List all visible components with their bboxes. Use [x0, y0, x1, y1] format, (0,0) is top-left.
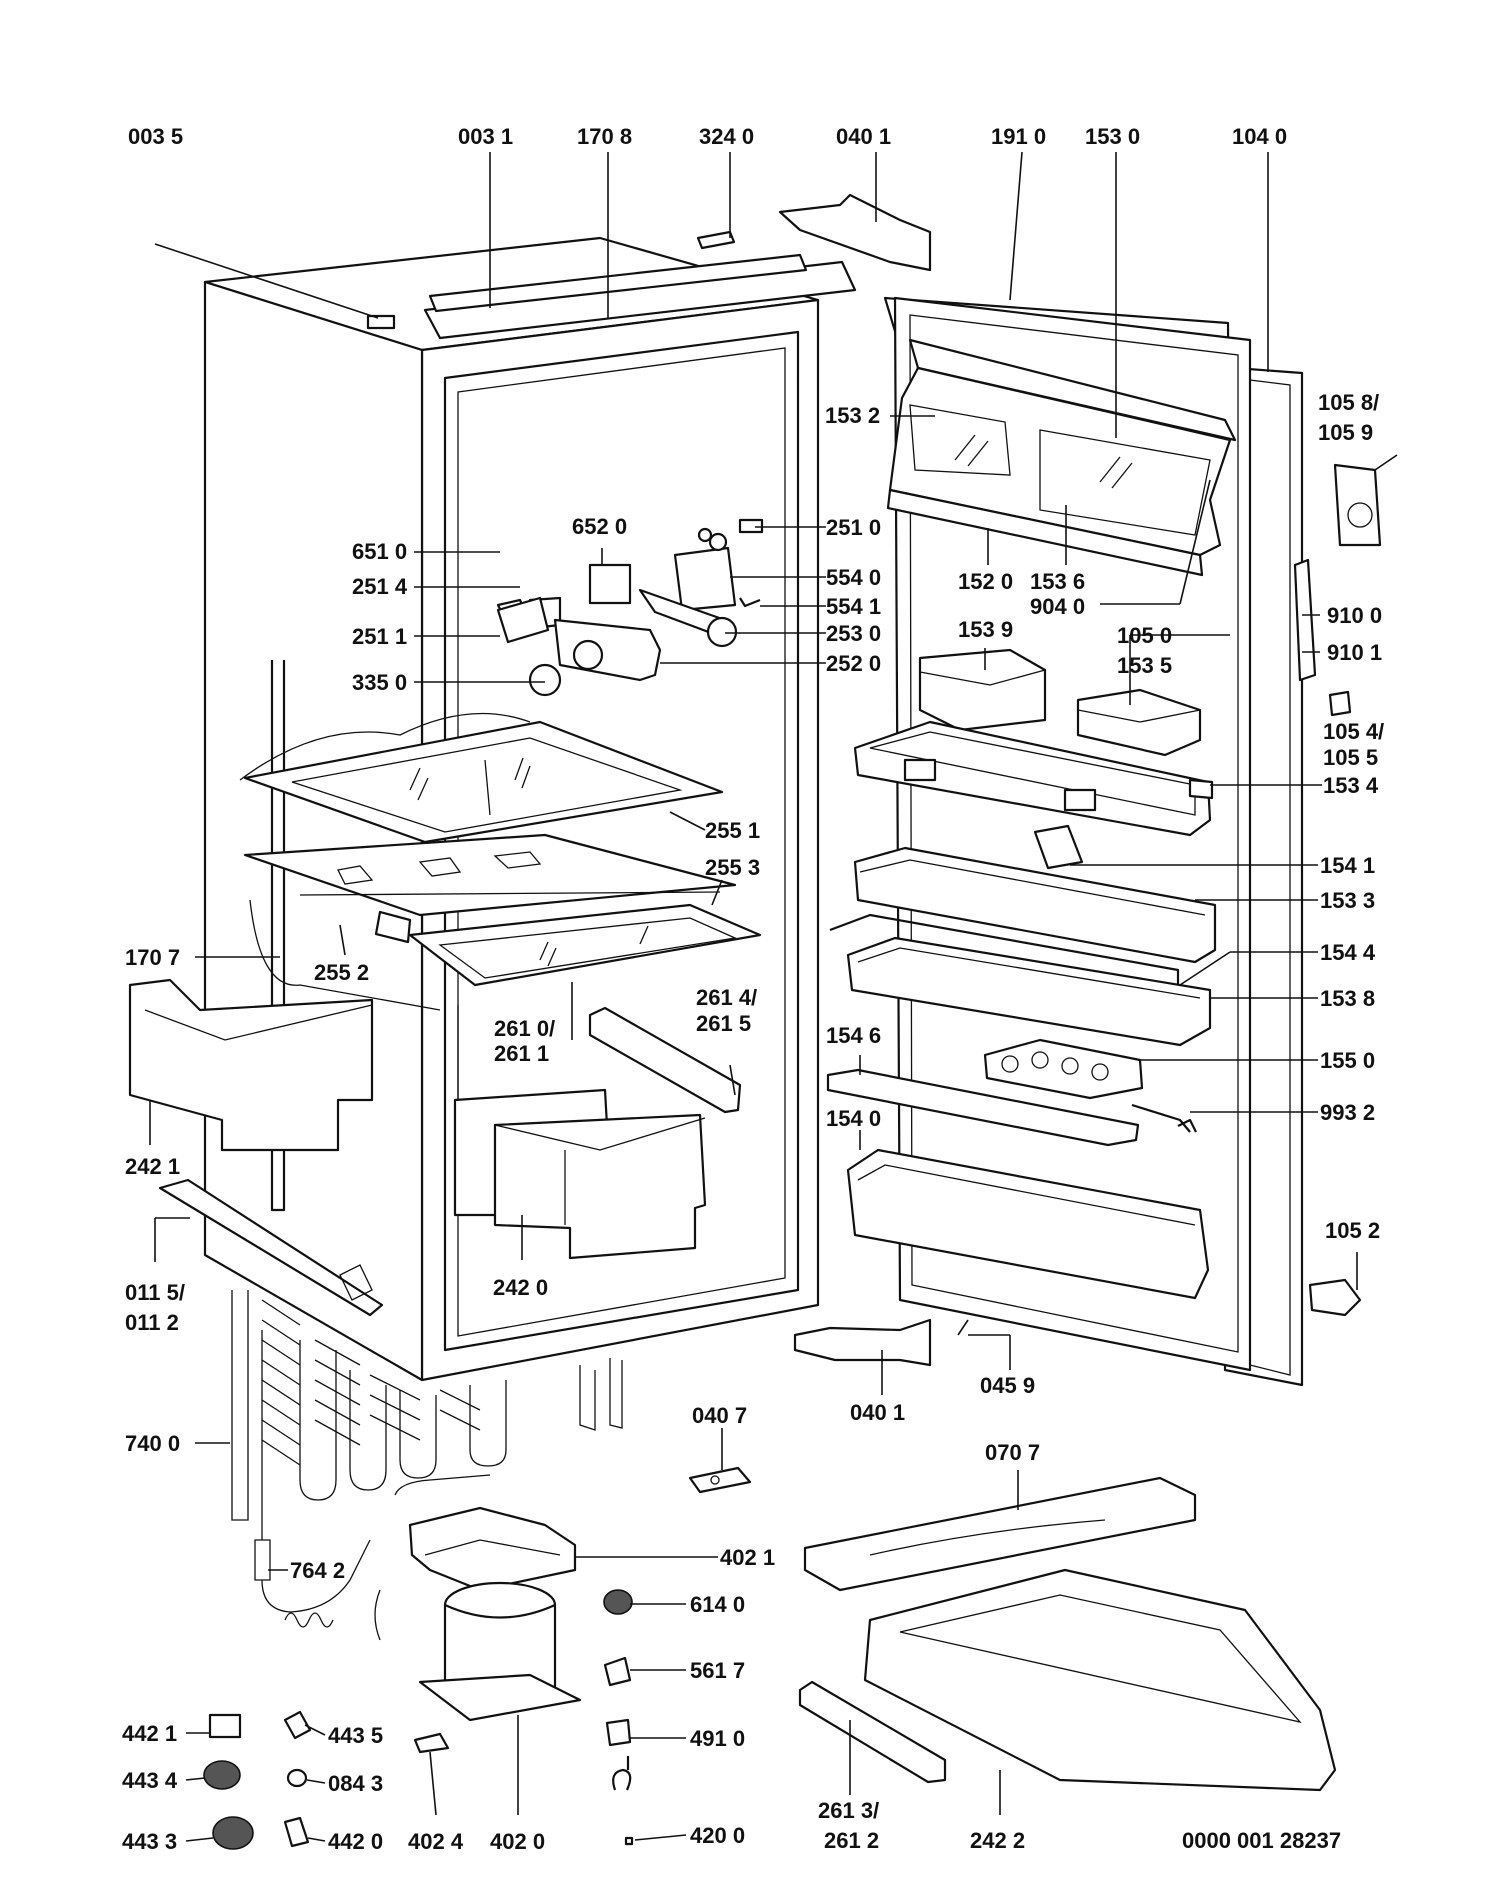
label-255-2: 255 2 — [314, 960, 369, 985]
label-153-0: 153 0 — [1085, 124, 1140, 149]
label-105-4: 105 4/ — [1323, 719, 1384, 744]
label-442-1: 442 1 — [122, 1721, 177, 1746]
label-153-3: 153 3 — [1320, 888, 1375, 913]
label-040-1-top: 040 1 — [836, 124, 891, 149]
label-993-2: 993 2 — [1320, 1100, 1375, 1125]
label-252-0: 252 0 — [826, 651, 881, 676]
label-261-4: 261 4/ — [696, 985, 757, 1010]
leader-lines — [149, 151, 1398, 1842]
label-910-0: 910 0 — [1327, 603, 1382, 628]
label-261-2: 261 2 — [824, 1828, 879, 1853]
label-324-0: 324 0 — [699, 124, 754, 149]
label-242-2: 242 2 — [970, 1828, 1025, 1853]
label-764-2: 764 2 — [290, 1558, 345, 1583]
label-614-0: 614 0 — [690, 1592, 745, 1617]
label-154-1: 154 1 — [1320, 853, 1375, 878]
label-261-5: 261 5 — [696, 1011, 751, 1036]
label-261-1: 261 1 — [494, 1041, 549, 1066]
label-170-8: 170 8 — [577, 124, 632, 149]
label-153-2: 153 2 — [825, 403, 880, 428]
label-554-0: 554 0 — [826, 565, 881, 590]
label-261-3: 261 3/ — [818, 1798, 879, 1823]
label-045-9: 045 9 — [980, 1373, 1035, 1398]
label-261-0: 261 0/ — [494, 1016, 555, 1041]
interior-parts-drawing — [128, 518, 764, 1260]
lower-parts-drawing — [203, 1466, 1337, 1850]
label-443-5: 443 5 — [328, 1723, 383, 1748]
label-561-7: 561 7 — [690, 1658, 745, 1683]
label-652-0: 652 0 — [572, 514, 627, 539]
label-242-0: 242 0 — [493, 1275, 548, 1300]
label-105-2: 105 2 — [1325, 1218, 1380, 1243]
label-554-1: 554 1 — [826, 594, 881, 619]
label-153-6: 153 6 — [1030, 569, 1085, 594]
document-number: 0000 001 28237 — [1182, 1828, 1341, 1853]
label-740-0: 740 0 — [125, 1431, 180, 1456]
label-152-0: 152 0 — [958, 569, 1013, 594]
label-011-2: 011 2 — [125, 1310, 179, 1335]
label-910-1: 910 1 — [1327, 640, 1382, 665]
label-402-0: 402 0 — [490, 1829, 545, 1854]
label-105-5: 105 5 — [1323, 745, 1378, 770]
label-651-0: 651 0 — [352, 539, 407, 564]
label-154-6: 154 6 — [826, 1023, 881, 1048]
label-153-4: 153 4 — [1323, 773, 1379, 798]
label-040-7: 040 7 — [692, 1403, 747, 1428]
label-154-0: 154 0 — [826, 1106, 881, 1131]
label-443-3: 443 3 — [122, 1829, 177, 1854]
part-labels: 003 5 003 1 170 8 324 0 040 1 191 0 153 … — [122, 124, 1384, 1854]
label-040-1-bottom: 040 1 — [850, 1400, 905, 1425]
label-153-9: 153 9 — [958, 617, 1013, 642]
label-491-0: 491 0 — [690, 1726, 745, 1751]
label-402-4: 402 4 — [408, 1829, 464, 1854]
label-070-7: 070 7 — [985, 1440, 1040, 1465]
label-402-1: 402 1 — [720, 1545, 775, 1570]
door-drawing — [778, 193, 1382, 1387]
label-170-7: 170 7 — [125, 945, 180, 970]
label-242-1: 242 1 — [125, 1154, 180, 1179]
label-003-5: 003 5 — [128, 124, 183, 149]
label-084-3: 084 3 — [328, 1771, 383, 1796]
label-442-0: 442 0 — [328, 1829, 383, 1854]
label-003-1: 003 1 — [458, 124, 513, 149]
label-153-5: 153 5 — [1117, 653, 1172, 678]
label-335-0: 335 0 — [352, 670, 407, 695]
label-011-5: 011 5/ — [125, 1280, 185, 1305]
label-105-8: 105 8/ — [1318, 390, 1379, 415]
label-420-0: 420 0 — [690, 1823, 745, 1848]
label-253-0: 253 0 — [826, 621, 881, 646]
label-904-0: 904 0 — [1030, 594, 1085, 619]
label-191-0: 191 0 — [991, 124, 1046, 149]
label-104-0: 104 0 — [1232, 124, 1287, 149]
label-105-9: 105 9 — [1318, 420, 1373, 445]
label-443-4: 443 4 — [122, 1768, 178, 1793]
label-155-0: 155 0 — [1320, 1048, 1375, 1073]
label-105-0: 105 0 — [1117, 623, 1172, 648]
label-154-4: 154 4 — [1320, 940, 1376, 965]
label-255-1: 255 1 — [705, 818, 760, 843]
label-153-8: 153 8 — [1320, 986, 1375, 1011]
label-251-0: 251 0 — [826, 515, 881, 540]
label-251-4: 251 4 — [352, 574, 408, 599]
label-255-3: 255 3 — [705, 855, 760, 880]
label-251-1: 251 1 — [352, 624, 407, 649]
